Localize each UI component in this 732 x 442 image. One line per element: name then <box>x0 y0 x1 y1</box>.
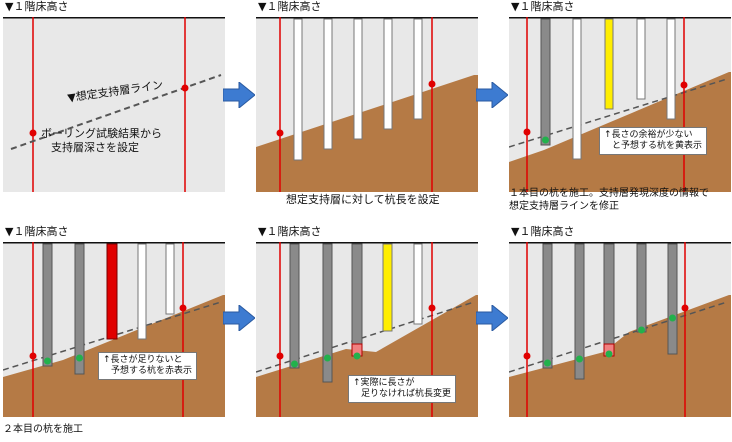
panel-4-caption: ２本目の杭を施工 <box>3 424 83 435</box>
boring-note-line-2: 支持層深さを設定 <box>51 141 139 154</box>
floor-level-label: ▼１階床高さ <box>511 0 575 13</box>
floor-level-label: ▼１階床高さ <box>5 225 69 238</box>
boring-point <box>181 84 189 92</box>
boring-note-line-1: ボーリング試験結果から <box>41 127 162 140</box>
caption-line-2: 想定支持層ラインを修正 <box>509 201 619 212</box>
boring-note: ボーリング試験結果から 支持層深さを設定 <box>41 127 162 155</box>
panel-3-caption: １本目の杭を施工。支持層発現深度の情報で 想定支持層ラインを修正 <box>509 187 709 213</box>
arrow-right-icon <box>476 305 508 331</box>
panel-1: ▼１階床高さ ▼想定支持層ライン ボーリング試験結果から 支持層深さを設定 <box>3 0 225 217</box>
ground-area <box>3 17 225 192</box>
planned-pile <box>323 18 333 150</box>
arrow-right-icon <box>223 82 255 108</box>
planned-pile <box>353 18 363 140</box>
floor-level-label: ▼１階床高さ <box>511 225 575 238</box>
panel-5: ▼１階床高さ ↑実際に長さが 足りなければ杭長変更 <box>256 225 478 442</box>
panel-4: ▼１階床高さ ↑長さが足りないと 予想する杭を赤表示 <box>3 225 225 442</box>
note-line: ↑実際に長さが <box>353 378 415 388</box>
yellow-pile-note: ↑長さの余裕が少ない と予想する杭を黄表示 <box>599 127 708 155</box>
warning-pile <box>604 18 614 110</box>
boring-point <box>29 129 37 137</box>
short-pile <box>106 243 118 340</box>
installed-pile <box>540 18 551 146</box>
bearing-found-marker <box>542 136 549 144</box>
panel-6: ▼１階床高さ <box>509 225 731 442</box>
planned-pile <box>383 18 393 130</box>
panel-1-diagram <box>3 17 225 192</box>
panel-4-diagram <box>3 242 225 417</box>
floor-level-label: ▼１階床高さ <box>5 0 69 13</box>
caption-line-1: １本目の杭を施工。支持層発現深度の情報で <box>509 188 709 199</box>
note-line: 予想する杭を赤表示 <box>111 366 193 376</box>
planned-pile <box>293 18 303 161</box>
extension-note: ↑実際に長さが 足りなければ杭長変更 <box>348 375 457 403</box>
note-line: 足りなければ杭長変更 <box>361 389 452 399</box>
floor-level-label: ▼１階床高さ <box>258 0 322 13</box>
panel-2-diagram <box>256 17 478 192</box>
panel-3-diagram <box>509 17 731 192</box>
arrow-right-icon <box>223 305 255 331</box>
panel-6-diagram <box>509 242 731 417</box>
note-line: ↑長さの余裕が少ない <box>604 130 693 140</box>
red-pile-note: ↑長さが足りないと 予想する杭を赤表示 <box>98 352 198 380</box>
arrow-right-icon <box>476 82 508 108</box>
note-line: と予想する杭を黄表示 <box>612 141 703 151</box>
panel-3: ▼１階床高さ ↑長さの余裕が少ない と予想する杭を黄表示 １本目の杭を施工。支持… <box>509 0 731 217</box>
planned-pile <box>413 18 423 120</box>
panel-2-caption: 想定支持層に対して杭長を設定 <box>286 193 440 206</box>
panel-2: ▼１階床高さ 想定支持層に対して杭長を設定 <box>256 0 478 217</box>
floor-level-label: ▼１階床高さ <box>258 225 322 238</box>
note-line: ↑長さが足りないと <box>103 355 183 365</box>
